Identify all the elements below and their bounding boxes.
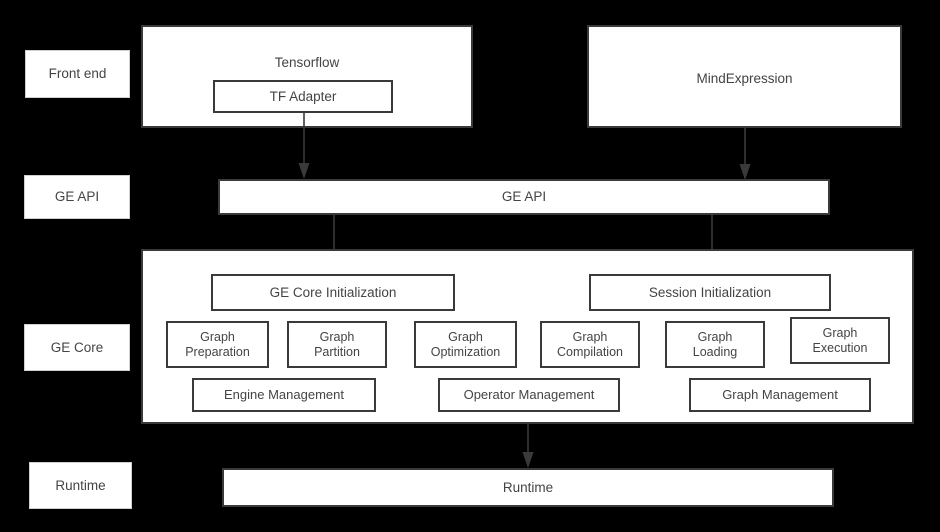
- graph-loading-box: Graph Loading: [665, 321, 765, 368]
- graph-loading-label: Graph Loading: [692, 329, 738, 359]
- layer-label-ge-core-text: GE Core: [50, 339, 104, 355]
- tensorflow-title: Tensorflow: [274, 55, 340, 70]
- layer-label-ge-core: GE Core: [24, 324, 130, 371]
- layer-label-runtime-text: Runtime: [55, 477, 106, 493]
- engine-management-box: Engine Management: [192, 378, 376, 412]
- layer-label-ge-api-text: GE API: [54, 189, 100, 205]
- operator-management-box: Operator Management: [438, 378, 620, 412]
- tf-adapter-box: TF Adapter: [213, 80, 393, 113]
- layer-label-ge-api: GE API: [24, 175, 130, 219]
- runtime-label: Runtime: [502, 479, 554, 495]
- graph-preparation-label: Graph Preparation: [185, 329, 250, 359]
- tf-adapter-label: TF Adapter: [269, 88, 337, 104]
- session-initialization-label: Session Initialization: [648, 284, 772, 300]
- graph-compilation-label: Graph Compilation: [556, 329, 623, 359]
- ge-core-initialization-label: GE Core Initialization: [269, 284, 397, 300]
- ge-core-initialization-box: GE Core Initialization: [211, 274, 455, 311]
- operator-management-label: Operator Management: [463, 387, 595, 403]
- mindexpression-container: MindExpression: [587, 25, 902, 128]
- ge-api-box: GE API: [218, 179, 830, 215]
- graph-execution-box: Graph Execution: [790, 317, 890, 364]
- arrow-tf-adapter-to-ge-api: [297, 111, 311, 181]
- runtime-box: Runtime: [222, 468, 834, 507]
- layer-label-runtime: Runtime: [29, 462, 132, 509]
- arrow-mindexpression-to-ge-api: [738, 128, 752, 182]
- graph-management-box: Graph Management: [689, 378, 871, 412]
- graph-management-label: Graph Management: [722, 387, 838, 403]
- graph-optimization-box: Graph Optimization: [414, 321, 517, 368]
- graph-partition-box: Graph Partition: [287, 321, 387, 368]
- graph-optimization-label: Graph Optimization: [430, 329, 501, 359]
- graph-partition-label: Graph Partition: [314, 329, 360, 359]
- layer-label-front-end: Front end: [25, 50, 130, 98]
- mindexpression-title: MindExpression: [696, 71, 793, 86]
- graph-preparation-box: Graph Preparation: [166, 321, 269, 368]
- layer-label-front-end-text: Front end: [48, 66, 107, 82]
- ge-api-label: GE API: [501, 189, 547, 205]
- ge-core-container: GE Core Initialization Session Initializ…: [141, 249, 914, 424]
- graph-execution-label: Graph Execution: [812, 325, 868, 355]
- tensorflow-container: Tensorflow TF Adapter: [141, 25, 473, 128]
- session-initialization-box: Session Initialization: [589, 274, 831, 311]
- graph-compilation-box: Graph Compilation: [540, 321, 640, 368]
- engine-management-label: Engine Management: [224, 387, 344, 403]
- arrow-ge-core-to-runtime: [521, 424, 535, 470]
